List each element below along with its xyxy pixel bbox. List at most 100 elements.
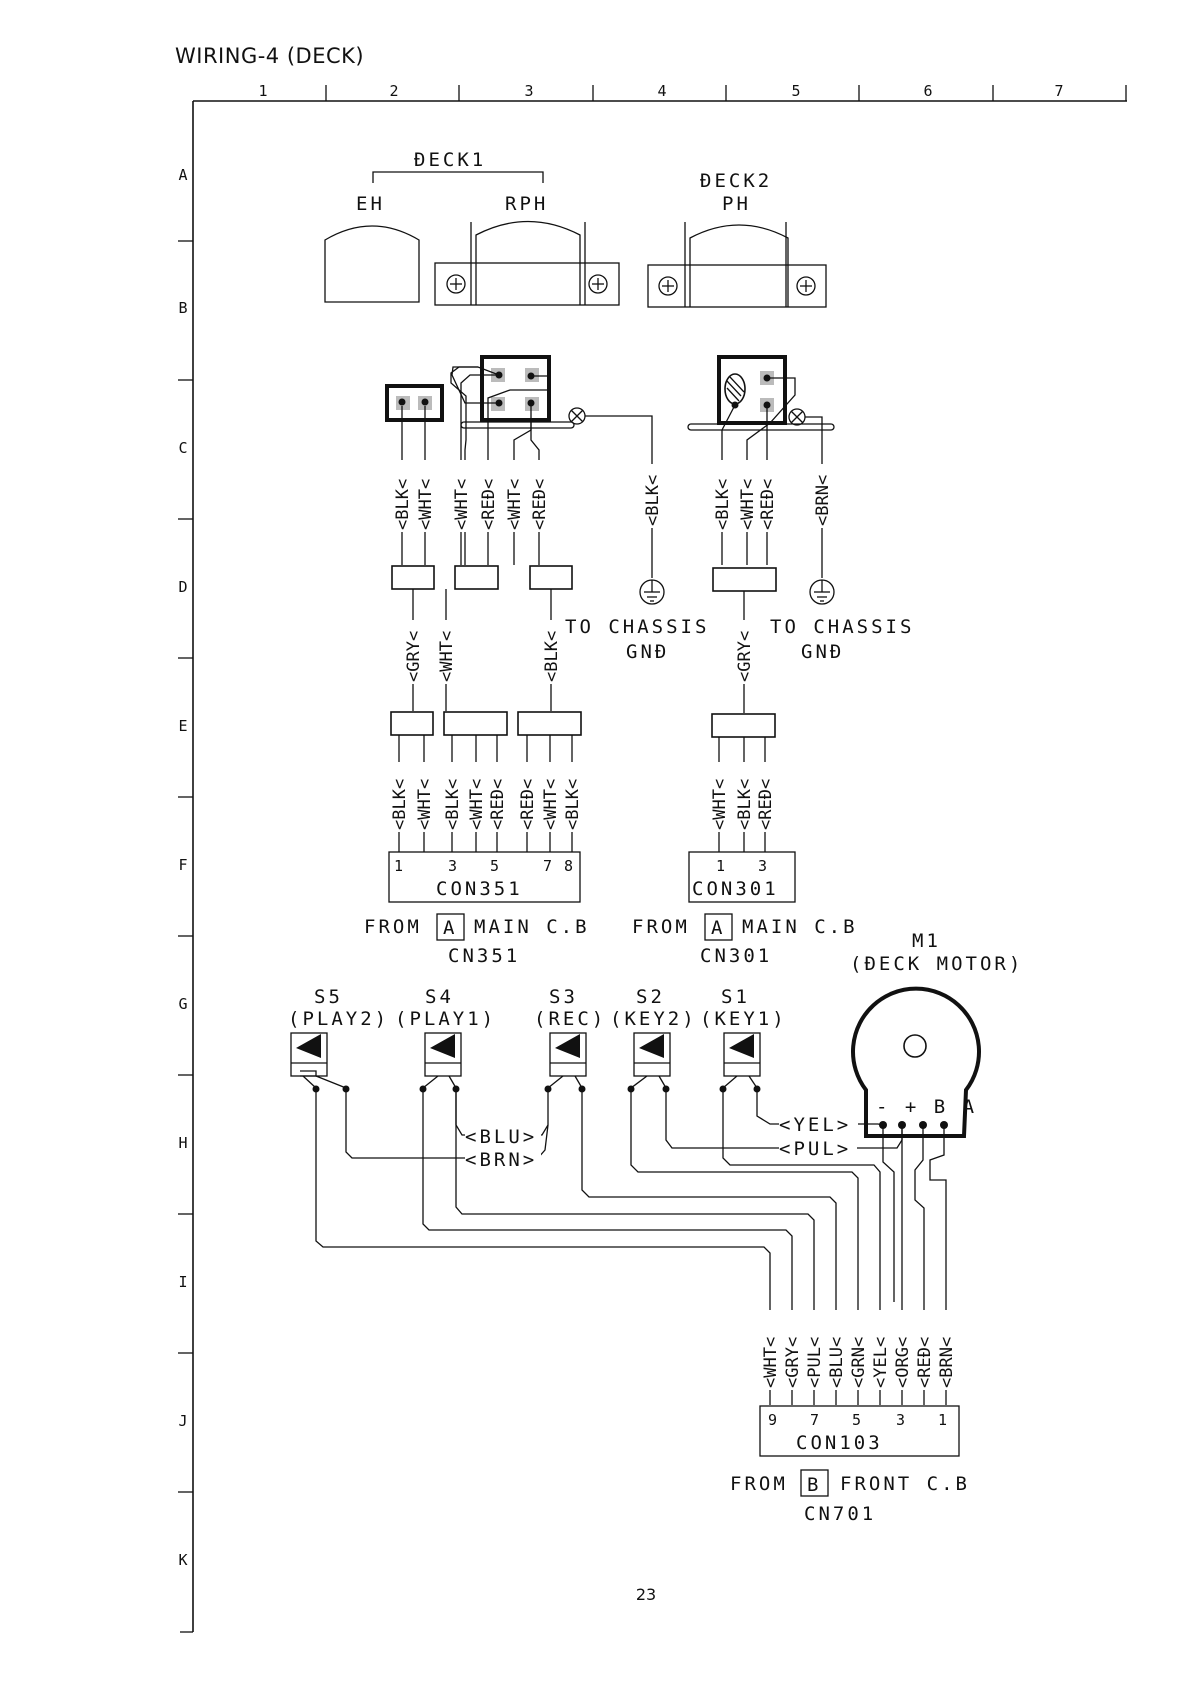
wire-mid-blk: <BLK<	[542, 631, 562, 682]
switch-s2-name: (KEY2)	[610, 1008, 697, 1030]
wire-eh-blk: <BLK<	[393, 479, 413, 530]
deck-motor: M1 (ĐECK MOTOR) - + B A	[850, 930, 1023, 1138]
deck1-label: ĐECK1	[414, 149, 486, 171]
grid-col-1: 1	[258, 82, 267, 100]
grid-row-b: B	[178, 299, 187, 317]
switch-s4-id: S4	[425, 986, 454, 1008]
grid-row-k: K	[178, 1551, 187, 1569]
lower-wire-labels: <BLK< <WHT< <BLK< <WHT< <REĐ< <REĐ< <WHT…	[390, 779, 776, 830]
wire-motor-yel: <YEL>	[779, 1114, 851, 1136]
board-b: B	[807, 1474, 821, 1496]
switch-s1-id: S1	[721, 986, 750, 1008]
ground-symbol-2	[809, 579, 835, 605]
wire-low-wht-3: <WHT<	[541, 779, 561, 830]
con351-pin-7: 7	[543, 857, 552, 875]
grid-col-7: 7	[1054, 82, 1063, 100]
from-main-cb-2: FROM A MAIN C.B CN301	[632, 913, 855, 967]
switch-s1	[723, 1032, 761, 1077]
switch-s4	[424, 1032, 462, 1077]
wire-low-wht-1: <WHT<	[415, 779, 435, 830]
wire-con103-grn: <GRN<	[849, 1337, 869, 1388]
wire-switch-blu: <BLU>	[465, 1126, 537, 1148]
wire-mid-wht: <WHT<	[437, 631, 457, 682]
con301-pin-3: 3	[758, 857, 767, 875]
wire-gnd-brn: <BRN<	[813, 475, 833, 526]
switch-wire-labels: <BLU> <BRN> <YEL> <PUL>	[465, 1114, 851, 1171]
grid-row-c: C	[178, 439, 187, 457]
eh-erase-head	[324, 225, 420, 303]
wire-rph-red-a: <REĐ<	[479, 479, 499, 530]
switch-s2	[633, 1032, 671, 1077]
cn701-label: CN701	[804, 1503, 876, 1525]
con301: 1 3 CON301	[688, 851, 796, 903]
wire-ph-blk: <BLK<	[713, 479, 733, 530]
wire-low-red-2: <REĐ<	[488, 779, 508, 830]
switch-s5-id: S5	[314, 986, 343, 1008]
from-front: FROM	[730, 1473, 788, 1495]
ph-terminal	[717, 355, 787, 425]
con301-pin-1: 1	[716, 857, 725, 875]
grid-row-a: A	[178, 166, 187, 184]
wire-low-blk-3: <BLK<	[563, 779, 583, 830]
cn351-label: CN351	[448, 945, 520, 967]
wire-rph-wht-a: <WHT<	[452, 479, 472, 530]
wire-con103-red: <REĐ<	[915, 1337, 935, 1388]
switches: S5 (PLAY2) S4 (PLAY1) S3 (REC) S2 (KEY2)…	[288, 986, 787, 1093]
rph-label: RPH	[505, 193, 548, 215]
wire-con103-yel: <YEL<	[871, 1337, 891, 1388]
page-title: WIRING-4 (DECK)	[175, 44, 365, 68]
grid-row-g: G	[178, 995, 187, 1013]
wire-ph-wht: <WHT<	[738, 479, 758, 530]
con351-name: CON351	[436, 878, 523, 900]
wire-rph-wht-b: <WHT<	[505, 479, 525, 530]
ph-label: PH	[722, 193, 751, 215]
ph-head	[689, 224, 789, 307]
wire-gnd-blk: <BLK<	[643, 475, 663, 526]
grid-col-5: 5	[791, 82, 800, 100]
front-cb: FRONT C.B	[840, 1473, 970, 1495]
inline-connectors-lower	[390, 711, 776, 738]
board-a-1: A	[443, 917, 457, 939]
grid-row-j: J	[178, 1412, 187, 1430]
from-main-1: FROM	[364, 916, 422, 938]
gnd-1: GNĐ	[626, 641, 669, 663]
ph-mount-plate	[647, 264, 827, 308]
ground-symbol-1	[639, 579, 665, 605]
wire-con103-gry: <GRY<	[783, 1337, 803, 1388]
switch-s5-name: (PLAY2)	[288, 1008, 389, 1030]
wire-con103-blu: <BLU<	[827, 1337, 847, 1388]
grid-row-d: D	[178, 578, 187, 596]
switch-s3	[549, 1032, 587, 1077]
deck2-label: ĐECK2	[700, 170, 772, 192]
con351-pin-8: 8	[564, 857, 573, 875]
con351-pin-1: 1	[394, 857, 403, 875]
wire-low-red-4: <REĐ<	[756, 779, 776, 830]
cn301-label: CN301	[700, 945, 772, 967]
wire-low-wht-2: <WHT<	[467, 779, 487, 830]
deck2-head: ĐECK2 PH	[647, 170, 827, 308]
con103-pin-7: 7	[810, 1411, 819, 1429]
con103-pin-1: 1	[938, 1411, 947, 1429]
switch-s1-name: (KEY1)	[700, 1008, 787, 1030]
middle-wiring	[412, 589, 745, 713]
con351: 1 3 5 7 8 CON351	[388, 851, 581, 903]
con103: 9 7 5 3 1 CON103	[759, 1405, 960, 1457]
wire-rph-red-b: <REĐ<	[530, 479, 550, 530]
deck1-heads: ĐECK1 EH RPH	[324, 149, 620, 306]
from-front-cb: FROM B FRONT C.B CN701	[730, 1469, 970, 1525]
switch-s3-id: S3	[549, 986, 578, 1008]
wire-con103-wht: <WHT<	[761, 1337, 781, 1388]
con103-pin-5: 5	[852, 1411, 861, 1429]
wire-con103-org: <ORG<	[893, 1337, 913, 1388]
switch-s3-name: (REC)	[534, 1008, 606, 1030]
wire-mid-gry-2: <GRY<	[735, 631, 755, 682]
wire-ph-red: <REĐ<	[758, 479, 778, 530]
grid-frame: 1 2 3 4 5 6 7 A B C D E F G H I J K	[178, 82, 1127, 1633]
wire-low-blk-1: <BLK<	[390, 779, 410, 830]
motor-name: (ĐECK MOTOR)	[850, 953, 1023, 975]
con103-pin-3: 3	[896, 1411, 905, 1429]
con103-pin-9: 9	[768, 1411, 777, 1429]
con103-name: CON103	[796, 1432, 883, 1454]
wire-low-wht-4: <WHT<	[710, 779, 730, 830]
